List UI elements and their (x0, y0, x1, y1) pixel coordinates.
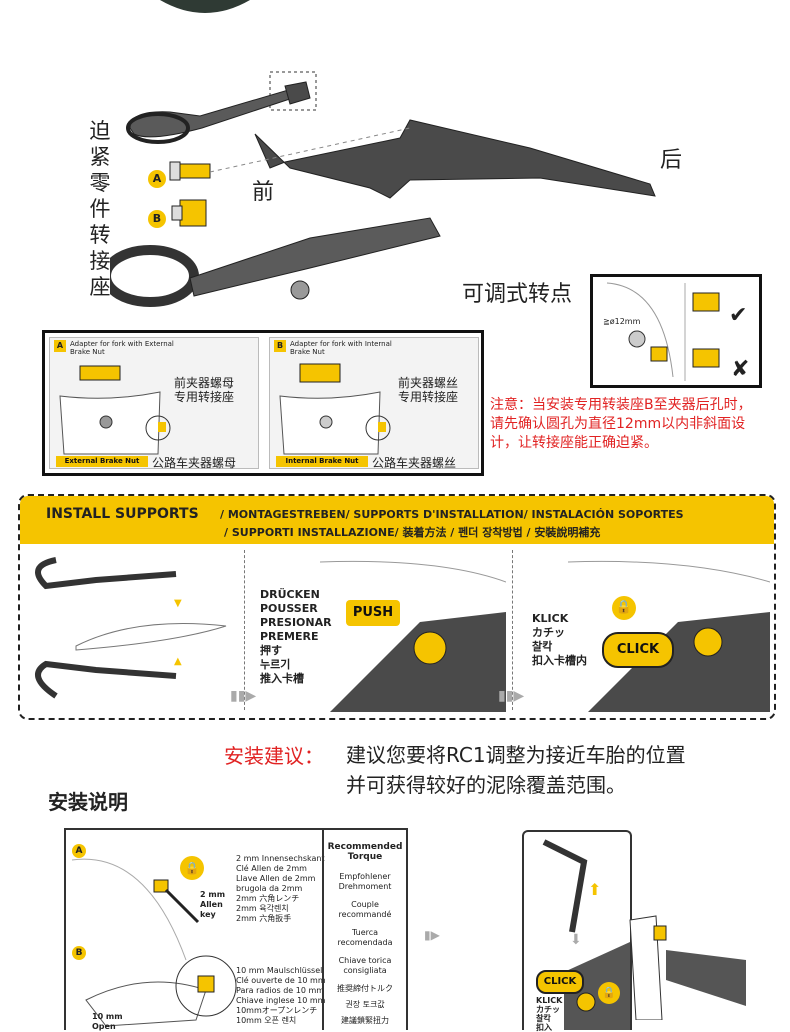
adapter-b-title-en: Adapter for fork with Internal Brake Nut (290, 340, 392, 356)
tool-b-list: 10 mm Maulschlüssel Clé ouverte de 10 mm… (236, 966, 326, 1025)
install-step-1-drawing: ▼ ▲ (35, 557, 227, 699)
hole-size-label: ≧ø12mm (603, 317, 641, 326)
open-wrench-label: 10 mm Open (92, 1012, 123, 1031)
label-a-circle: A (148, 170, 166, 188)
lock-icon-a: 🔒 (180, 856, 204, 880)
fender-tail-drawing (629, 915, 746, 1020)
label-b-circle: B (148, 210, 166, 228)
adapter-vertical-label: 迫 紧 零 件 转 接 座 (89, 119, 111, 299)
front-label: 前 (252, 180, 275, 205)
tire-fragment (160, 0, 250, 13)
instructions-heading: 安装说明 (48, 790, 128, 814)
click-detail-card: ⬆ ⬇ CLICK 🔒 KLICK カチッ 찰칵 扣入 (522, 830, 632, 1032)
adapter-a-title-zh: 前夹器螺母 专用转接座 (174, 376, 235, 404)
torque-title: Recommended Torque (327, 842, 403, 862)
adapter-panels: A Adapter for fork with External Brake N… (42, 330, 484, 476)
adapter-a-panel: A Adapter for fork with External Brake N… (49, 337, 259, 470)
svg-text:▲: ▲ (174, 656, 182, 667)
click-badge-bottom: CLICK (536, 970, 584, 994)
torque-card-drawing (71, 858, 237, 1027)
adapter-b-drawing (279, 363, 391, 455)
installation-note: 注意：当安装专用转装座B至夹器后孔时，请先确认圆孔为直径12mm以内非斜面设计，… (490, 397, 752, 451)
click-detail-drawing (542, 839, 630, 1030)
install-title-line2: / SUPPORTI INSTALLAZIONE/ 装着方法 / 펜더 장착방법… (224, 526, 601, 539)
advice-label: 安装建议： (224, 744, 324, 768)
click-words-bottom: KLICK カチッ 찰칵 扣入 (536, 996, 563, 1032)
adapter-a-tag-en: External Brake Nut (56, 456, 148, 467)
arrow-icon-3: ▮▶ (424, 928, 440, 942)
cross-icon: ✘ (731, 357, 750, 382)
adapter-a-badge: A (54, 340, 66, 352)
lock-icon: 🔒 (612, 596, 636, 620)
install-step-2-drawing (320, 560, 506, 712)
check-icon: ✔ (729, 303, 748, 328)
install-title-line1: / MONTAGESTREBEN/ SUPPORTS D'INSTALLATIO… (220, 508, 684, 521)
adapter-a-title-en: Adapter for fork with External Brake Nut (70, 340, 174, 356)
svg-text:▼: ▼ (174, 598, 182, 609)
rear-label: 后 (660, 148, 683, 173)
allen-key-label: 2 mm Allen key (200, 890, 226, 919)
pivot-label: 可调式转点 (462, 282, 573, 307)
install-step-3-drawing (568, 560, 770, 712)
arrow-icon-2: ▮▮▶ (498, 688, 525, 704)
adapter-b-tag-en: Internal Brake Nut (276, 456, 368, 467)
arrow-down-icon: ⬇ (570, 932, 582, 948)
hole-detail-box: ≧ø12mm ✔ ✘ (590, 274, 762, 388)
step-a-badge: A (72, 844, 86, 858)
install-title-bold: INSTALL SUPPORTS (46, 506, 199, 522)
torque-column: Recommended Torque Empfohlener Drehmomen… (322, 830, 406, 1030)
adapter-b-panel: B Adapter for fork with Internal Brake N… (269, 337, 479, 470)
tool-a-list: 2 mm Innensechskant Clé Allen de 2mm Lla… (236, 854, 325, 923)
adapter-a-tag-zh: 公路车夹器螺母 (152, 456, 237, 470)
push-instructions: DRÜCKEN POUSSER PRESIONAR PREMERE 押す 누르기… (260, 588, 332, 685)
lock-icon-bottom: 🔒 (598, 982, 620, 1004)
push-button[interactable]: PUSH (346, 600, 400, 626)
install-supports-header: INSTALL SUPPORTS / MONTAGESTREBEN/ SUPPO… (20, 496, 774, 544)
adapter-a-part (169, 161, 211, 181)
adapter-b-tag-zh: 公路车夹器螺丝 (372, 456, 457, 470)
advice-text: 建议您要将RC1调整为接近车胎的位置 并可获得较好的泥除覆盖范围。 (346, 743, 686, 797)
step-b-badge: B (72, 946, 86, 960)
arrow-icon-1: ▮▮▶ (230, 688, 257, 704)
adapter-a-drawing (59, 365, 171, 455)
click-instructions: KLICK カチッ 찰칵 扣入卡槽内 (532, 612, 587, 667)
arrow-up-icon: ⬆ (588, 880, 602, 899)
torque-instruction-card: A B 🔒 2 mm Allen key 2 mm Innensechskant… (64, 828, 408, 1031)
hole-detail-drawing (606, 282, 720, 381)
fender-exploded-diagram (110, 71, 656, 307)
install-supports-panel: INSTALL SUPPORTS / MONTAGESTREBEN/ SUPPO… (18, 494, 776, 720)
adapter-b-badge: B (274, 340, 286, 352)
adapter-b-part (171, 199, 207, 227)
adapter-b-title-zh: 前夹器螺丝 专用转接座 (398, 376, 459, 404)
click-button[interactable]: CLICK (602, 632, 674, 668)
